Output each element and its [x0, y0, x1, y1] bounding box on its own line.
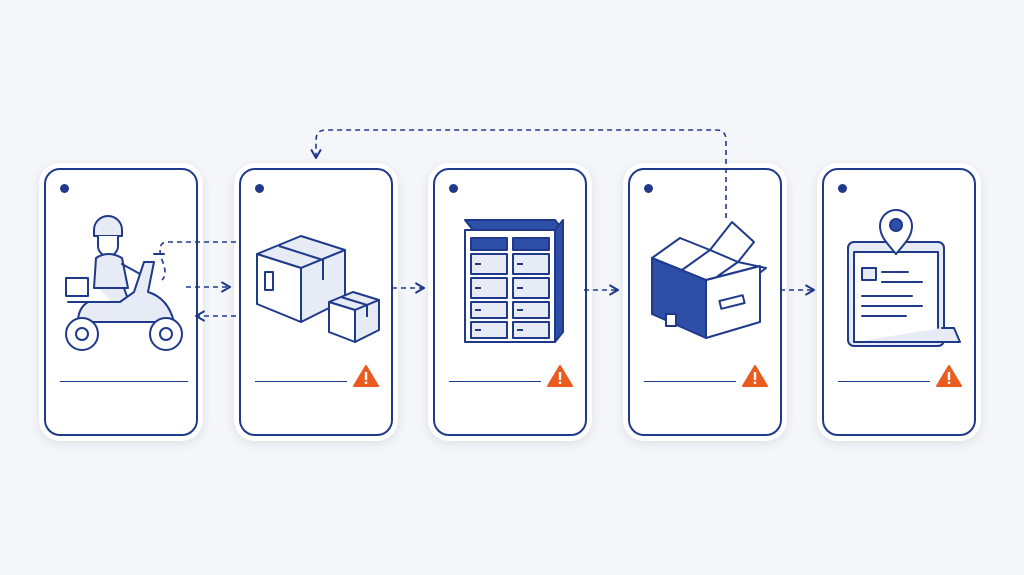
step-label-placeholder — [255, 381, 347, 382]
step-marker-dot — [449, 184, 458, 193]
warning-icon[interactable] — [742, 364, 768, 388]
step-card-lockers[interactable] — [433, 168, 587, 436]
parcel-boxes-icon — [256, 235, 380, 343]
warning-icon[interactable] — [353, 364, 379, 388]
step-card-parcels[interactable] — [239, 168, 393, 436]
step-label-placeholder — [838, 381, 930, 382]
step-marker-dot — [60, 184, 69, 193]
parcel-lockers-icon — [464, 219, 564, 343]
step-marker-dot — [838, 184, 847, 193]
open-box-icon — [651, 221, 767, 339]
step-card-delivery-confirmation[interactable] — [822, 168, 976, 436]
step-marker-dot — [644, 184, 653, 193]
scooter-courier-icon — [65, 215, 183, 351]
location-document-icon — [847, 209, 961, 347]
step-label-placeholder — [644, 381, 736, 382]
step-card-courier[interactable] — [44, 168, 198, 436]
warning-icon[interactable] — [547, 364, 573, 388]
step-marker-dot — [255, 184, 264, 193]
step-label-placeholder — [60, 381, 188, 382]
step-card-open-box[interactable] — [628, 168, 782, 436]
warning-icon[interactable] — [936, 364, 962, 388]
step-label-placeholder — [449, 381, 541, 382]
